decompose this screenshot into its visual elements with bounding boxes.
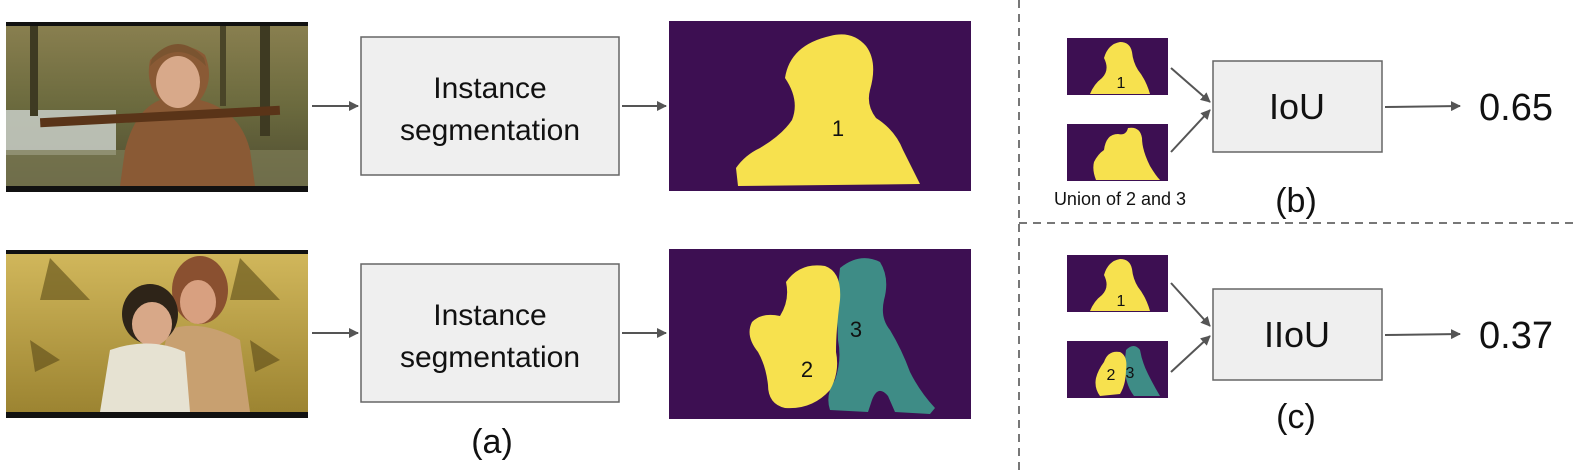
mask-label-3: 3: [850, 317, 862, 342]
iiou-value: 0.37: [1479, 315, 1553, 357]
thumb-c-bottom: 2 3: [1067, 341, 1168, 398]
caption-b: (b): [1275, 182, 1317, 220]
mask-row2: 2 3: [669, 249, 971, 419]
union-caption: Union of 2 and 3: [1054, 189, 1186, 209]
thumb-c-top-label: 1: [1117, 293, 1126, 310]
thumb-b-top-label: 1: [1117, 75, 1126, 92]
arrows-b-thumbs-to-iou: [1170, 67, 1211, 153]
instance-seg-box-row2: Instance segmentation: [360, 263, 620, 403]
iou-box: IoU: [1212, 60, 1383, 153]
iou-value: 0.65: [1479, 87, 1553, 129]
box-label-line2: segmentation: [400, 114, 580, 147]
mask-label-2: 2: [801, 357, 813, 382]
caption-c: (c): [1276, 398, 1316, 436]
photo-row2: [6, 250, 308, 418]
box-label-line2: segmentation: [400, 341, 580, 374]
photo-row1: [6, 22, 308, 192]
thumb-c-label-2: 2: [1107, 367, 1116, 384]
thumb-c-label-3: 3: [1126, 365, 1135, 382]
thumb-b-bottom: [1067, 124, 1168, 181]
mask-row1: 1: [669, 21, 971, 191]
instance-seg-box-row1: Instance segmentation: [360, 36, 620, 176]
iiou-box: IIoU: [1212, 288, 1383, 381]
thumb-b-top: 1: [1067, 38, 1168, 95]
arrow-iiou-to-value: [1384, 329, 1461, 340]
iiou-label: IIoU: [1264, 314, 1330, 355]
box-label-line1: Instance: [433, 299, 546, 332]
iou-label: IoU: [1269, 86, 1325, 127]
box-label-line1: Instance: [433, 72, 546, 105]
arrow-iou-to-value: [1384, 101, 1461, 112]
mask-label-1: 1: [832, 116, 844, 141]
arrows-c-thumbs-to-iiou: [1170, 282, 1211, 373]
thumb-c-top: 1: [1067, 255, 1168, 312]
caption-a: (a): [471, 423, 513, 461]
